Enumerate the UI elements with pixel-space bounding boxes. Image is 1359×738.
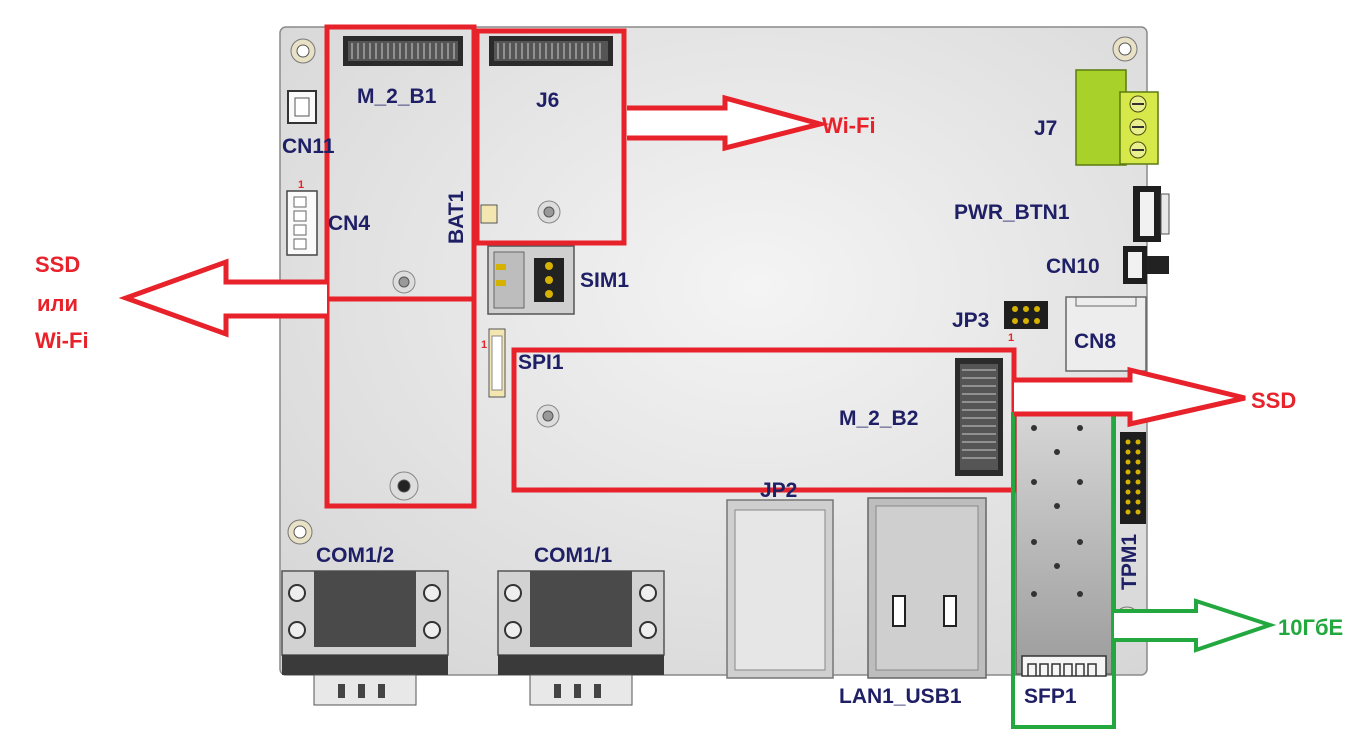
pwr-btn1-switch bbox=[1133, 186, 1170, 242]
mounting-hole bbox=[287, 519, 313, 545]
annotation-wifi: Wi-Fi bbox=[822, 113, 876, 138]
label-j6: J6 bbox=[536, 89, 560, 112]
label-m2-b2: M_2_B2 bbox=[839, 407, 919, 430]
label-com1-1: COM1/1 bbox=[534, 544, 613, 567]
m2-b2-connector bbox=[955, 358, 1003, 476]
label-cn11: CN11 bbox=[282, 135, 335, 158]
screw bbox=[389, 471, 419, 501]
tpm1-header bbox=[1120, 432, 1146, 524]
j7-terminal-block bbox=[1075, 69, 1159, 166]
annotation-10gbe: 10ГбЕ bbox=[1278, 615, 1344, 640]
label-cn10: CN10 bbox=[1046, 255, 1100, 278]
label-m2-b1: M_2_B1 bbox=[357, 85, 437, 108]
label-cn8: CN8 bbox=[1074, 330, 1117, 353]
screw bbox=[537, 200, 561, 224]
sim1-socket bbox=[487, 245, 575, 315]
arrow-wifi bbox=[627, 94, 830, 152]
label-j7: J7 bbox=[1034, 117, 1058, 140]
sfp1-cage bbox=[1015, 403, 1113, 677]
mounting-hole bbox=[290, 38, 316, 64]
cn8-connector bbox=[1065, 296, 1147, 372]
arrow-10gbe bbox=[1114, 598, 1277, 653]
label-tpm1: TPM1 bbox=[1118, 533, 1141, 590]
m2-b1-connector bbox=[343, 36, 463, 66]
mounting-hole bbox=[1112, 36, 1138, 62]
pin1-marker-jp3: 1 bbox=[1008, 332, 1015, 344]
spi1-connector bbox=[488, 328, 506, 398]
com1-2-connector bbox=[281, 570, 449, 706]
label-spi1: SPI1 bbox=[518, 351, 564, 374]
label-bat1: BAT1 bbox=[445, 190, 468, 244]
lan1-usb1-connector bbox=[867, 497, 987, 679]
label-pwr-btn1: PWR_BTN1 bbox=[954, 201, 1070, 224]
annotation-ssd-or-wifi-line2: или bbox=[37, 291, 79, 316]
highlight-m2-b1-box-lower bbox=[324, 296, 477, 509]
label-sfp1: SFP1 bbox=[1024, 685, 1077, 708]
label-jp3: JP3 bbox=[952, 309, 990, 332]
label-cn4: CN4 bbox=[328, 212, 371, 235]
bat1-connector bbox=[480, 204, 498, 224]
jp2-connector bbox=[726, 499, 834, 679]
highlight-j6-box bbox=[474, 28, 627, 246]
j6-connector bbox=[489, 36, 613, 66]
cn11-connector bbox=[287, 90, 317, 124]
annotation-ssd: SSD bbox=[1251, 388, 1297, 413]
screw bbox=[392, 270, 416, 294]
label-lan1-usb1: LAN1_USB1 bbox=[839, 685, 962, 708]
pin1-marker-cn4: 1 bbox=[298, 179, 305, 191]
jp3-jumper bbox=[1004, 301, 1048, 329]
arrow-ssd bbox=[1014, 366, 1246, 428]
annotation-ssd-or-wifi-line1: SSD bbox=[35, 252, 81, 277]
annotation-ssd-or-wifi-line3: Wi-Fi bbox=[35, 328, 89, 353]
arrow-ssd-or-wifi bbox=[118, 258, 327, 338]
com1-1-connector bbox=[497, 570, 665, 706]
cn4-connector bbox=[286, 190, 318, 256]
pin1-marker-spi1: 1 bbox=[481, 339, 488, 351]
label-sim1: SIM1 bbox=[580, 269, 630, 292]
screw bbox=[536, 404, 560, 428]
label-com1-2: COM1/2 bbox=[316, 544, 395, 567]
label-jp2: JP2 bbox=[760, 479, 798, 502]
cn10-connector bbox=[1123, 246, 1169, 284]
